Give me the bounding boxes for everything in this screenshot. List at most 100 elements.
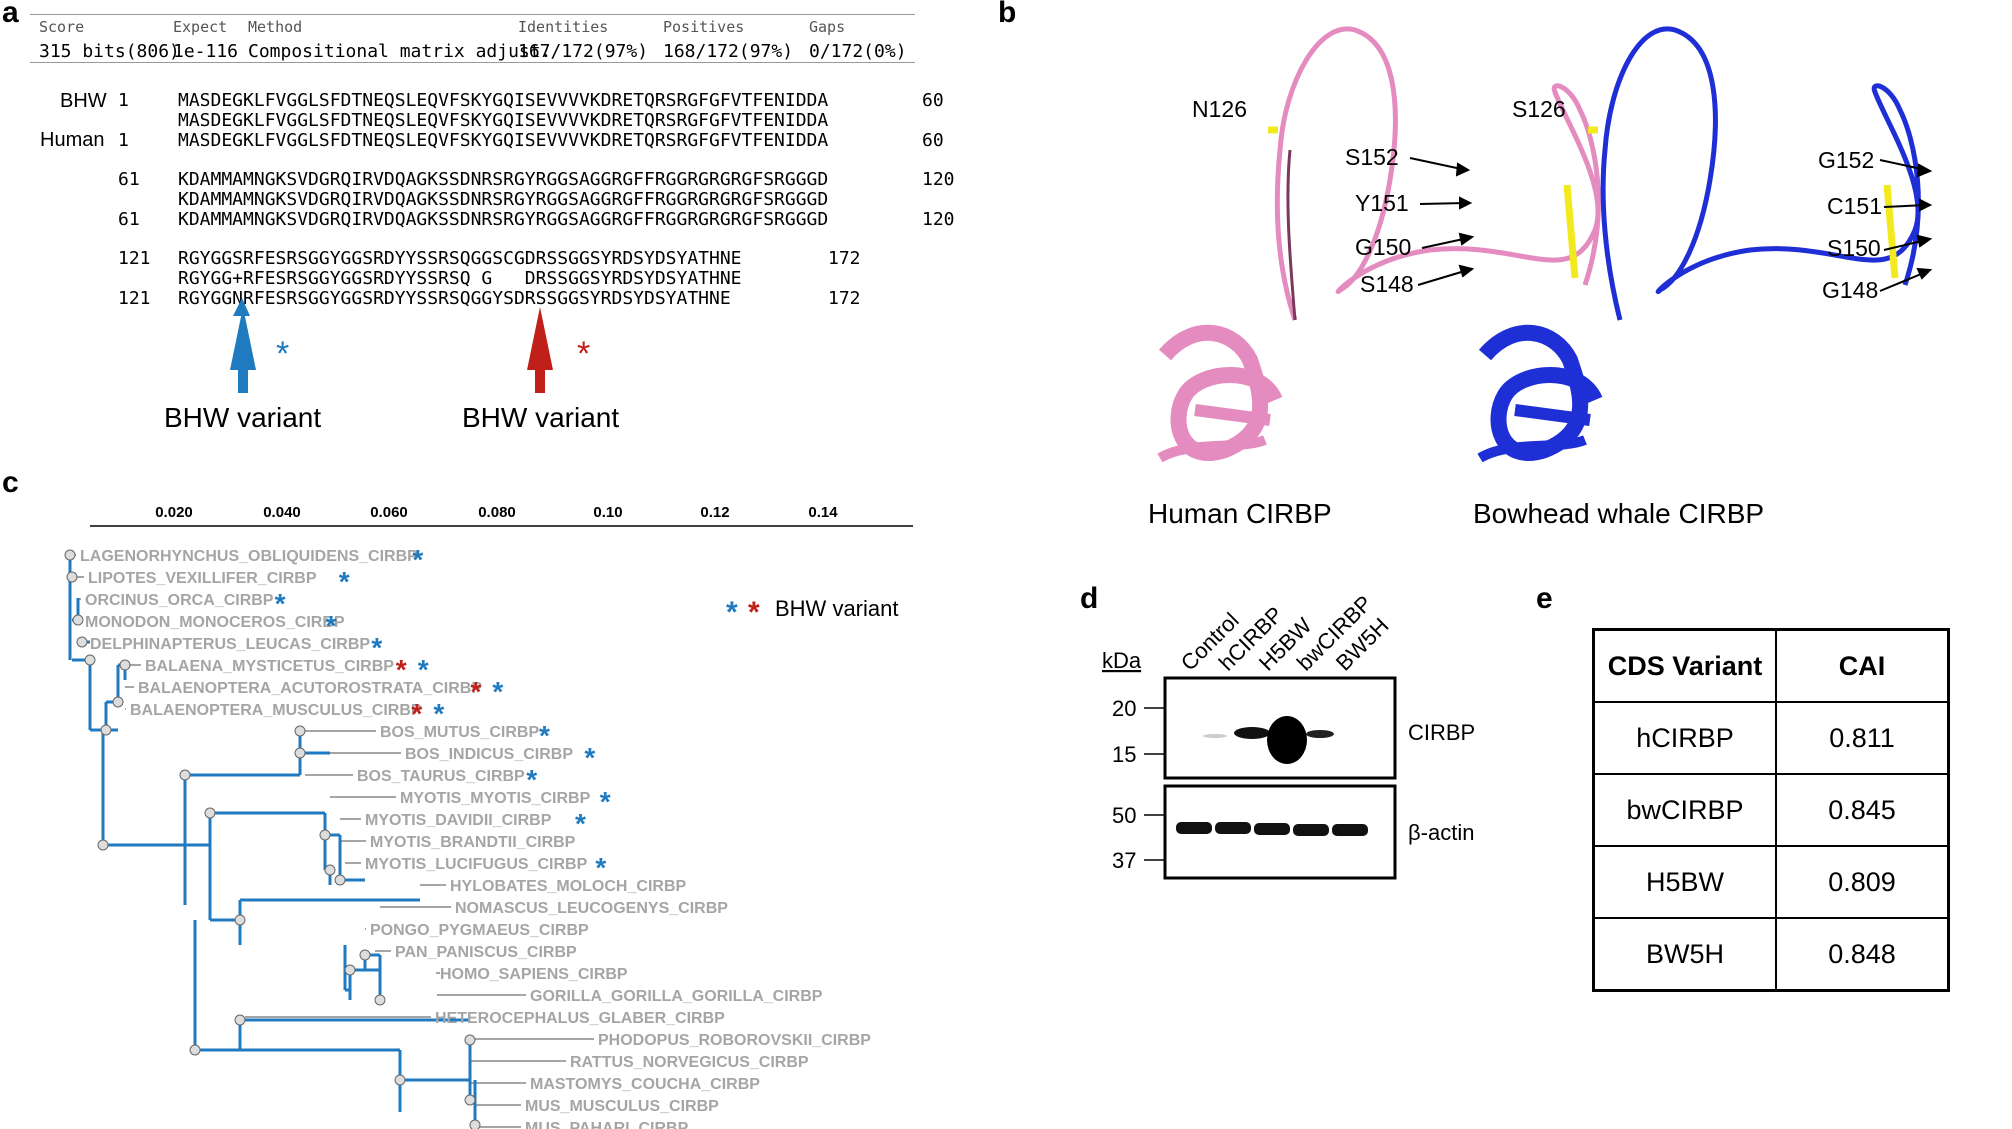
taxon-label: BALAENOPTERA_ACUTOROSTRATA_CIRBP <box>138 680 482 697</box>
human-strand <box>1157 435 1267 463</box>
cai-header-cai: CAI <box>1775 628 1950 703</box>
taxon-label: GORILLA_GORILLA_GORILLA_CIRBP <box>530 988 823 1005</box>
tree-node <box>319 829 331 841</box>
axis-tick-label: 0.060 <box>370 504 408 521</box>
cai-cell-value: 0.848 <box>1775 917 1950 992</box>
human-label-g150: G150 <box>1355 234 1411 260</box>
blue-variant-star: * <box>539 720 550 751</box>
blue-variant-star: * <box>595 852 606 883</box>
tree-node <box>294 725 306 737</box>
blast-header-expect: Expect <box>173 18 228 36</box>
tree-node <box>84 654 96 666</box>
blue-arrow-head-large <box>230 307 256 370</box>
kda-label: kDa <box>1102 648 1142 673</box>
alignment-start: 61 <box>118 209 140 230</box>
tree-node <box>234 914 246 926</box>
taxon-label: RATTUS_NORVEGICUS_CIRBP <box>570 1054 809 1071</box>
cai-cell-variant: BW5H <box>1592 917 1777 992</box>
tree-node <box>100 724 112 736</box>
blast-value-expect: 1e-116 <box>173 41 239 62</box>
cirbp-band-hcirbp <box>1234 727 1270 739</box>
table-row: hCIRBP 0.811 <box>1592 701 1950 775</box>
variant-arrows: * * <box>230 298 590 393</box>
taxon-label: ORCINUS_ORCA_CIRBP <box>85 592 274 609</box>
alignment-name-human: Human <box>40 129 105 151</box>
blue-variant-star: * <box>326 610 337 641</box>
blast-header-method: Method <box>248 18 303 36</box>
blast-value-gaps: 0/172(0%) <box>809 41 907 62</box>
cai-cell-value: 0.845 <box>1775 773 1950 847</box>
tree-node <box>324 864 336 876</box>
taxon-label: BOS_MUTUS_CIRBP <box>380 724 539 741</box>
alignment-end: 120 <box>922 209 955 230</box>
taxon-label: BOS_INDICUS_CIRBP <box>405 746 573 763</box>
cai-cell-variant: H5BW <box>1592 845 1777 919</box>
blue-arrow-head <box>233 298 250 316</box>
alignment-end: 60 <box>922 90 944 111</box>
blast-header-identities: Identities <box>518 18 609 36</box>
whale-label-g152: G152 <box>1818 147 1874 173</box>
blue-variant-star: * <box>275 588 286 619</box>
cai-cell-value: 0.809 <box>1775 845 1950 919</box>
blast-value-identities: 167/172(97%) <box>518 41 649 62</box>
human-label-s152: S152 <box>1345 144 1399 170</box>
cai-cell-variant: bwCIRBP <box>1592 773 1777 847</box>
taxon-label: MYOTIS_DAVIDII_CIRBP <box>365 812 552 829</box>
band-label-actin: β-actin <box>1408 820 1474 845</box>
tree-node <box>72 614 84 626</box>
panel-label-e: e <box>1536 582 1553 615</box>
blue-variant-star: * <box>433 698 444 729</box>
blue-variant-star: * <box>412 544 423 575</box>
taxon-label: MYOTIS_LUCIFUGUS_CIRBP <box>365 856 588 873</box>
human-sheet <box>1194 404 1271 426</box>
alignment-end: 120 <box>922 169 955 190</box>
actin-band-3 <box>1254 823 1290 835</box>
protein-structures: N126 S152 Y151 G150 S148 S126 G152 C151 … <box>1157 26 1933 463</box>
blast-header-score: Score <box>39 18 85 36</box>
blast-value-score: 315 bits(806) <box>39 41 180 62</box>
tree-node <box>469 1119 481 1129</box>
tree-node <box>66 571 78 583</box>
alignment-end: 60 <box>922 130 944 151</box>
actin-band-4 <box>1293 824 1329 836</box>
axis-tick-label: 0.14 <box>808 504 838 521</box>
human-label-n126: N126 <box>1192 96 1247 122</box>
panel-label-a: a <box>2 0 19 29</box>
legend-blue-star: * <box>726 596 738 629</box>
tree-node <box>294 747 306 759</box>
actin-band-2 <box>1215 822 1251 834</box>
blue-variant-star: * <box>600 786 611 817</box>
whale-structure <box>1477 26 1921 463</box>
legend-red-star: * <box>748 596 760 629</box>
tree-node <box>179 769 191 781</box>
taxon-label: HYLOBATES_MOLOCH_CIRBP <box>450 878 686 895</box>
taxon-label: NOMASCUS_LEUCOGENYS_CIRBP <box>455 900 728 917</box>
alignment-name-bhw: BHW <box>60 90 107 112</box>
whale-sheet <box>1514 404 1591 426</box>
whale-label-g148: G148 <box>1822 277 1878 303</box>
alignment-start: 1 <box>118 130 129 151</box>
taxon-label: MUS_MUSCULUS_CIRBP <box>525 1098 719 1115</box>
blue-variant-star: * <box>526 764 537 795</box>
tree-node <box>189 1044 201 1056</box>
taxon-label: PONGO_PYGMAEUS_CIRBP <box>370 922 589 939</box>
cirbp-band-h5bw <box>1267 716 1307 764</box>
cirbp-band-control <box>1203 734 1227 738</box>
alignment-subject-seq: RGYGGNRFESRSGGYGGSRDYYSSRSQGGYSDRSSGGSYR… <box>178 288 731 309</box>
legend-label: BHW variant <box>775 596 898 621</box>
cai-cell-value: 0.811 <box>1775 701 1950 775</box>
human-structure <box>1157 26 1601 463</box>
red-variant-star: * <box>470 676 481 707</box>
red-arrow-shaft <box>535 360 545 393</box>
alignment-match-seq: KDAMMAMNGKSVDGRQIRVDQAGKSSDNRSRGYRGGSAGG… <box>178 189 829 210</box>
tree-node <box>97 839 109 851</box>
axis-tick-label: 0.080 <box>478 504 516 521</box>
alignment-start: 61 <box>118 169 140 190</box>
axis-tick-label: 0.040 <box>263 504 301 521</box>
whale-label-arrows <box>1879 159 1933 292</box>
whale-label-c151: C151 <box>1827 193 1882 219</box>
human-globular-domain <box>1158 324 1283 461</box>
alignment-match-seq: RGYGG+RFESRSGGYGGSRDYYSSRSQ G DRSSGGSYRD… <box>178 268 742 289</box>
